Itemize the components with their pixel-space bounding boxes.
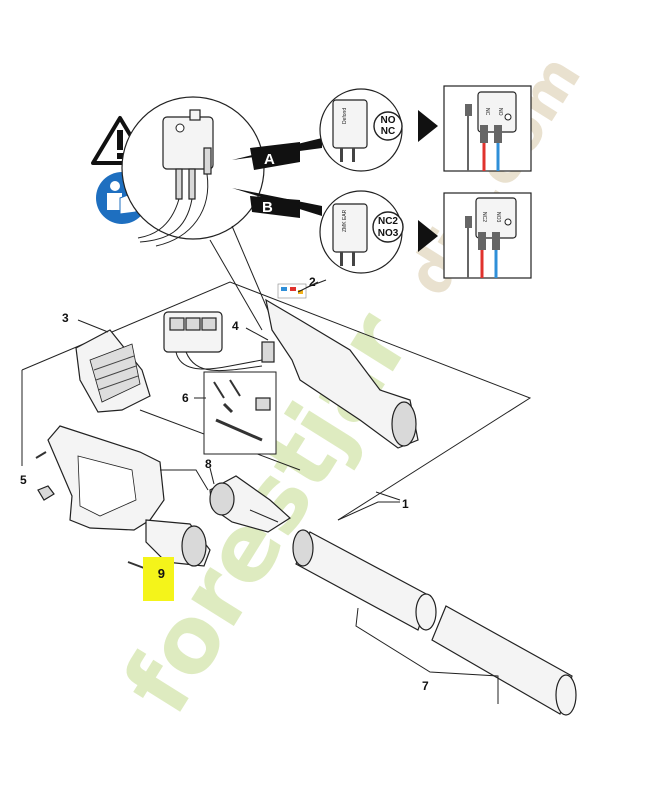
part-number-6: 6	[182, 391, 189, 405]
part-number-3: 3	[62, 311, 69, 325]
part-number-4: 4	[232, 319, 239, 333]
callout-a-label: A	[264, 151, 275, 168]
part-numbers: 1 2 3 4 5 6 7 8	[20, 275, 429, 693]
switch-a-wiring: NC NO	[443, 85, 532, 172]
switch-b-brand: ZMK EAR	[342, 209, 348, 232]
part-7-tubes	[292, 529, 577, 716]
switch-b-wire-label-1: NC2	[481, 212, 487, 222]
part-9-screw	[127, 561, 145, 569]
part-8-motor	[209, 475, 291, 533]
switch-b-wire-label-2: NO3	[495, 212, 501, 223]
switch-a-wire-label-2: NO	[497, 108, 503, 116]
part-3-grille	[75, 329, 151, 413]
part-number-8: 8	[205, 457, 212, 471]
arrow-b-right-icon	[418, 220, 438, 252]
part-6-small-parts	[203, 371, 277, 455]
switch-a-contact-2: NC	[381, 126, 395, 137]
part-9-highlight	[143, 557, 174, 601]
arrow-a-right-icon	[418, 110, 438, 142]
part-number-9: 9	[157, 566, 165, 581]
leader-lines	[77, 281, 401, 501]
switch-b-contact-1: NC2	[378, 216, 398, 227]
part-number-5: 5	[20, 473, 27, 487]
callout-a: A	[232, 138, 322, 170]
callout-b: B	[232, 188, 322, 218]
callout-b-label: B	[262, 199, 273, 216]
part-4-electronics	[163, 311, 275, 372]
part-2-handle-half	[265, 283, 419, 449]
switch-a-wire-label-1: NC	[484, 108, 490, 116]
switch-a-detail: Defond NO NC	[319, 88, 403, 172]
part-1-housing	[47, 425, 211, 567]
switch-a-brand: Defond	[342, 108, 348, 124]
switch-a-contact-1: NO	[381, 115, 396, 126]
switch-b-wiring: NC2 NO3	[443, 192, 532, 279]
part-number-2: 2	[309, 275, 316, 289]
switch-magnifier	[121, 96, 273, 331]
part-number-1: 1	[402, 497, 409, 511]
part-5-screw	[35, 451, 55, 501]
switch-b-detail: ZMK EAR NC2 NO3	[319, 190, 404, 274]
switch-b-contact-2: NO3	[378, 228, 399, 239]
part-number-7: 7	[422, 679, 429, 693]
